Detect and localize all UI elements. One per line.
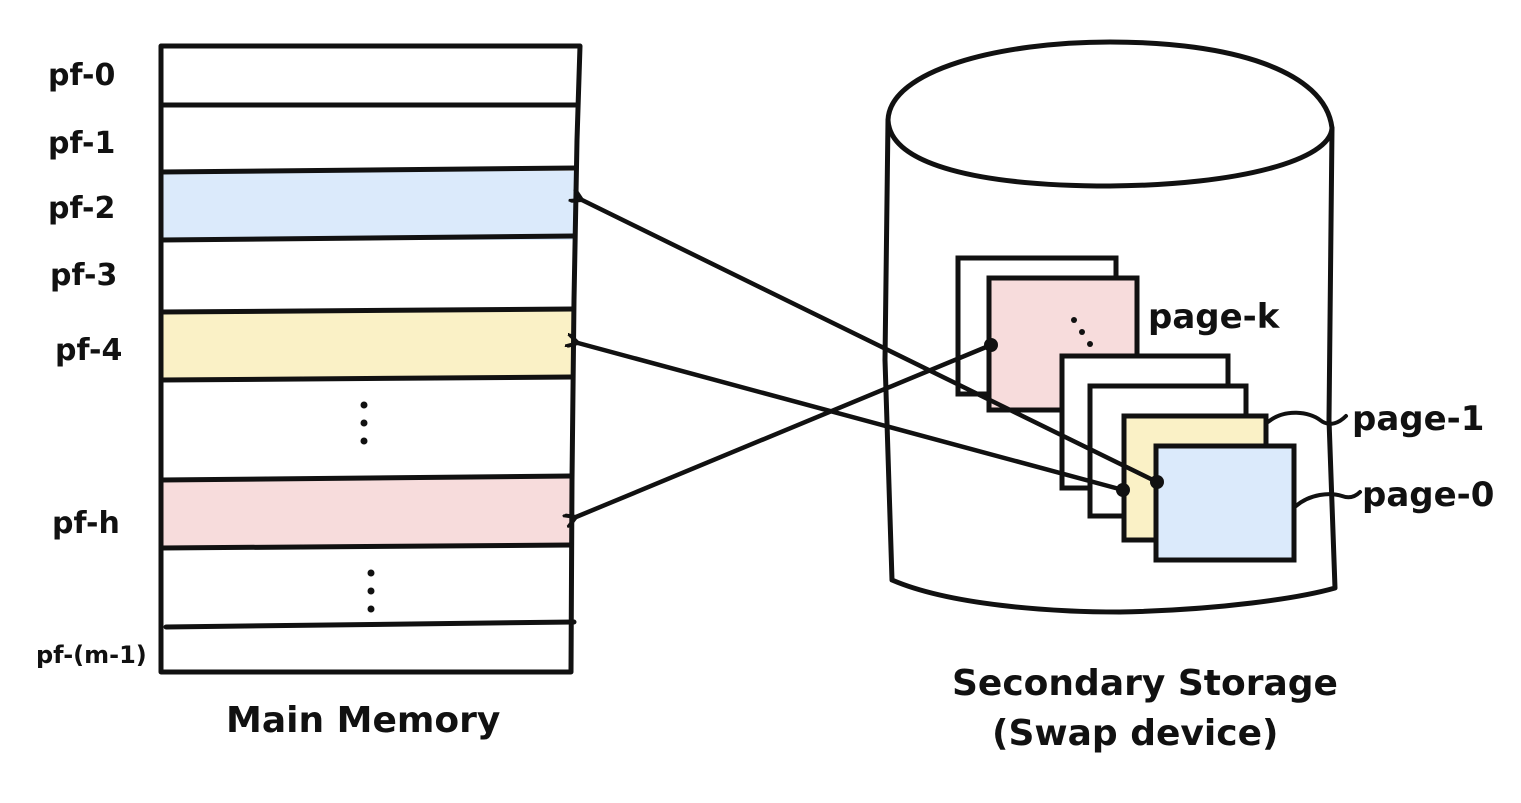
main-memory-border bbox=[158, 43, 583, 675]
frame-label-pf-h: pf-h bbox=[52, 506, 120, 541]
page-0-card bbox=[1153, 443, 1297, 563]
cylinder-top bbox=[885, 39, 1335, 189]
main-memory-title: Main Memory bbox=[226, 700, 500, 741]
frame-divider bbox=[158, 473, 574, 483]
page-label-1: page-1 bbox=[1352, 399, 1484, 439]
arrow-origin-page-1 bbox=[1116, 483, 1130, 497]
secondary-storage: page-k page-1 page-0 Secondary Storage (… bbox=[882, 39, 1494, 754]
arrow-page-k-to-pf-h bbox=[576, 342, 994, 517]
frames-ellipsis bbox=[360, 401, 375, 613]
frame-pf-h-fill bbox=[162, 478, 570, 546]
arrow-origin-page-k bbox=[984, 338, 998, 352]
frame-divider bbox=[158, 542, 574, 551]
main-memory: pf-0 pf-1 pf-2 pf-3 pf-4 pf-h pf-(m-1) M… bbox=[36, 43, 583, 741]
page-k-ellipsis bbox=[1071, 317, 1093, 347]
frame-label-pf-m-1: pf-(m-1) bbox=[36, 641, 147, 669]
arrow-page-0-to-pf-2 bbox=[582, 200, 1160, 485]
frame-divider bbox=[158, 306, 576, 315]
frame-pf-4-fill bbox=[162, 311, 572, 379]
page-mappings bbox=[576, 200, 1164, 517]
secondary-storage-title: Secondary Storage bbox=[952, 663, 1338, 704]
page-1-leader bbox=[1266, 410, 1348, 426]
page-0-leader bbox=[1294, 490, 1362, 508]
secondary-storage-subtitle: (Swap device) bbox=[992, 713, 1278, 754]
arrow-page-1-to-pf-4 bbox=[578, 343, 1126, 493]
page-label-k: page-k bbox=[1148, 297, 1281, 337]
frame-divider bbox=[163, 619, 577, 630]
frame-divider bbox=[158, 233, 577, 243]
page-label-0: page-0 bbox=[1362, 475, 1494, 515]
frame-divider bbox=[158, 165, 579, 175]
frame-label-pf-0: pf-0 bbox=[48, 58, 115, 93]
arrow-origin-page-0 bbox=[1150, 475, 1164, 489]
frame-label-pf-2: pf-2 bbox=[48, 191, 115, 226]
frame-label-pf-1: pf-1 bbox=[48, 126, 115, 161]
frame-pf-2-fill bbox=[162, 171, 574, 240]
frame-label-pf-4: pf-4 bbox=[55, 333, 122, 368]
frame-label-pf-3: pf-3 bbox=[50, 258, 117, 293]
cylinder-body bbox=[882, 117, 1338, 615]
frame-divider bbox=[158, 374, 575, 383]
